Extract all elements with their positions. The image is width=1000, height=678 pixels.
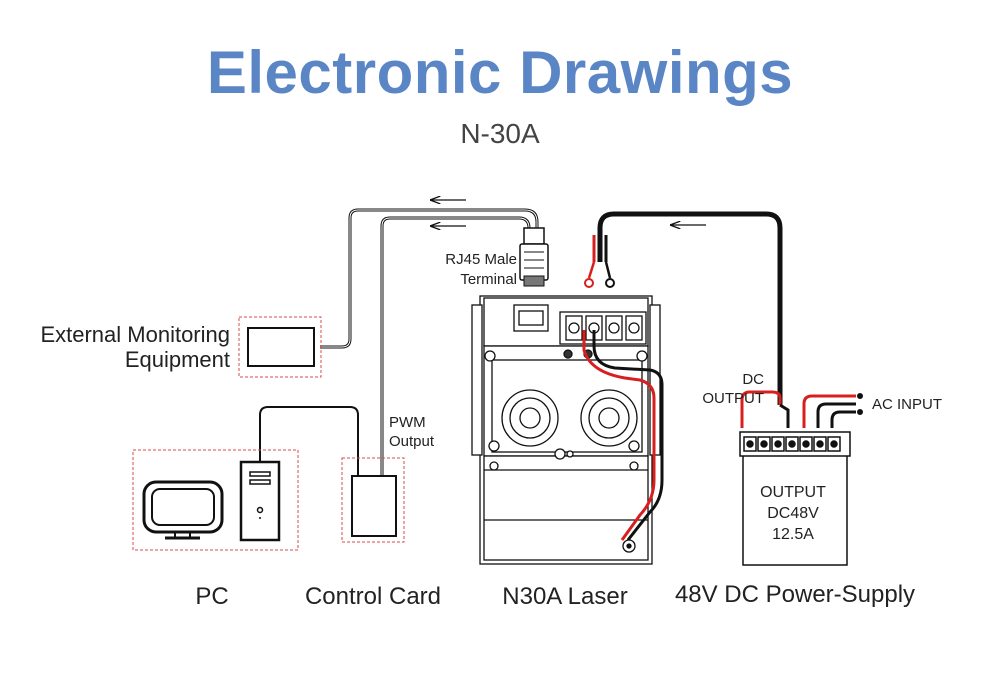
psu-spec-line-2: DC48V xyxy=(767,505,819,522)
caption-laser: N30A Laser xyxy=(502,583,627,610)
rj45-label-2: Terminal xyxy=(460,271,517,288)
dc-output-label-1: DC xyxy=(742,371,764,388)
laser-internal-wires xyxy=(582,330,664,541)
pc-tower-icon xyxy=(239,460,281,542)
monitor-icon xyxy=(142,480,224,540)
rj45-label-1: RJ45 Male xyxy=(445,251,517,268)
pwm-label-2: Output xyxy=(389,433,435,450)
control-card-icon xyxy=(351,475,397,537)
model-subtitle: N-30A xyxy=(460,118,540,149)
control-card-dashed-box xyxy=(341,457,405,543)
pc-dashed-box xyxy=(132,449,299,551)
signal-cable-pwm xyxy=(380,216,531,475)
psu-spec-line-3: 12.5A xyxy=(772,526,814,543)
rj45-connector-icon xyxy=(519,227,549,287)
laser-module-icon xyxy=(471,295,661,565)
page-title: Electronic Drawings xyxy=(206,39,794,106)
pc-usb-cable xyxy=(259,406,359,478)
external-monitoring-label-1: External Monitoring xyxy=(40,322,230,347)
dc-output-label-2: OUTPUT xyxy=(702,390,764,407)
caption-control-card: Control Card xyxy=(305,583,441,610)
pwm-label-1: PWM xyxy=(389,414,426,431)
caption-pc: PC xyxy=(195,583,228,610)
power-supply-icon xyxy=(739,431,851,566)
psu-spec-line-1: OUTPUT xyxy=(760,484,826,501)
signal-cable-monitor xyxy=(320,208,539,349)
monitoring-device-icon xyxy=(247,327,315,367)
ac-input-label: AC INPUT xyxy=(872,396,942,413)
external-monitoring-label-2: Equipment xyxy=(125,347,230,372)
caption-power-supply: 48V DC Power-Supply xyxy=(675,581,915,608)
ac-input-cable xyxy=(802,393,863,428)
signal-flow-arrows xyxy=(430,200,706,226)
external-monitoring-dashed-box xyxy=(238,316,322,378)
power-cable-main xyxy=(584,211,790,428)
